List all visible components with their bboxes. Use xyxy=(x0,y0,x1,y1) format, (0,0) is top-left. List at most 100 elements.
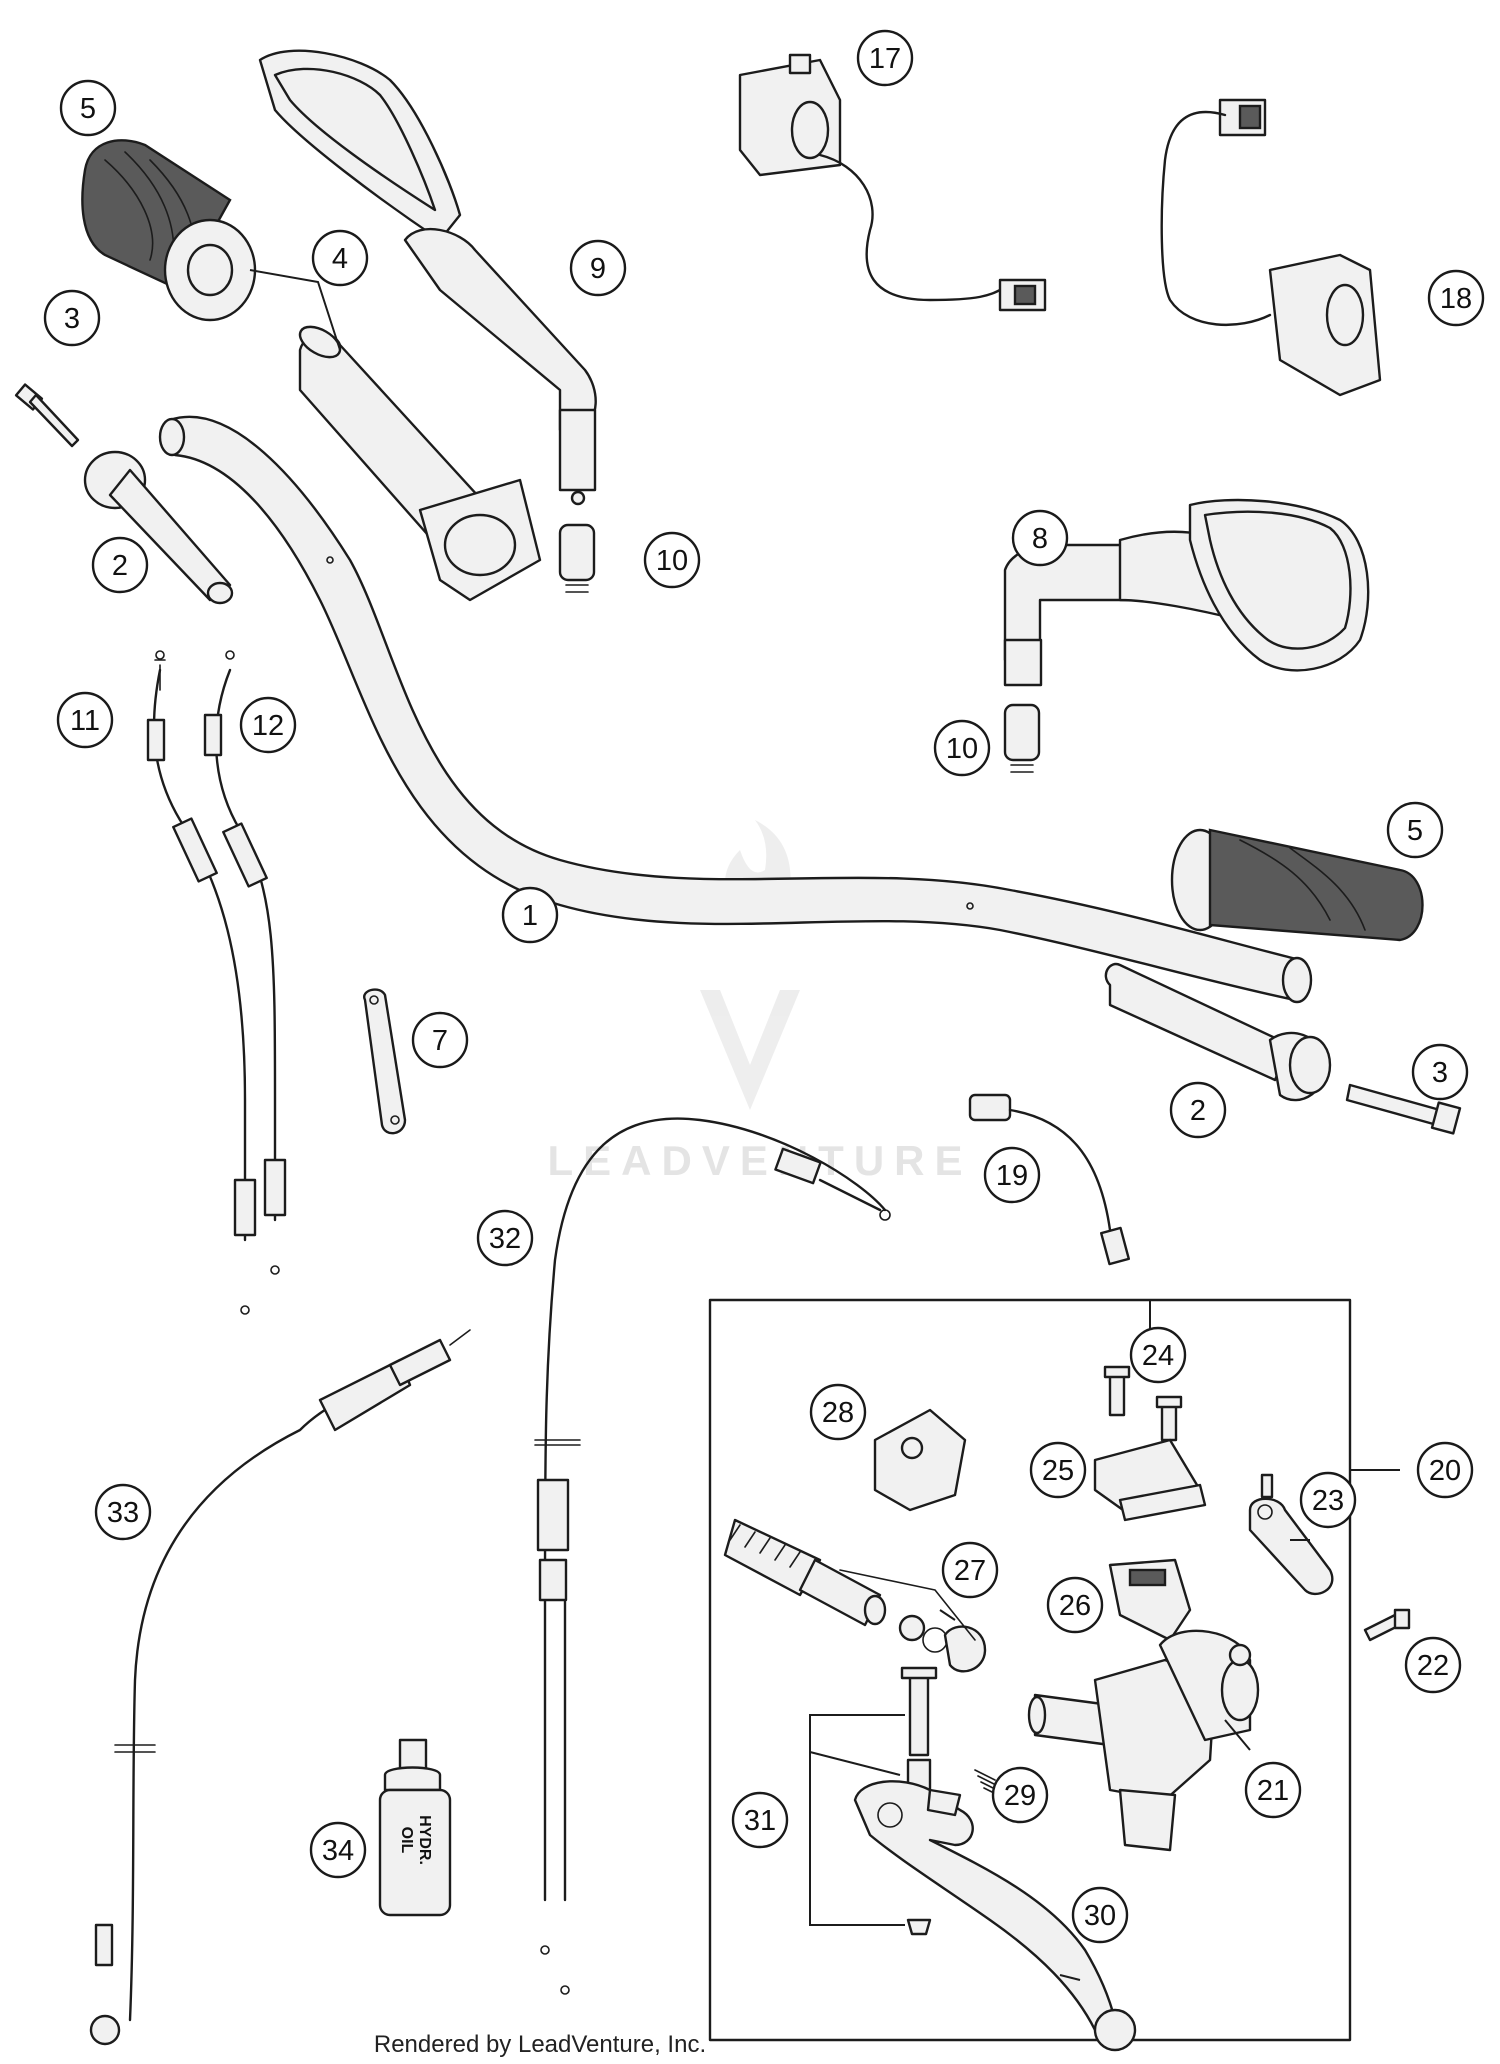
mirror-adapter-bottom xyxy=(1003,703,1041,773)
callout-number: 8 xyxy=(1032,523,1048,555)
spring-29 xyxy=(974,1769,1005,1799)
callout-number: 34 xyxy=(322,1835,354,1867)
watermark-logo xyxy=(700,820,800,1110)
callout-2: 2 xyxy=(91,536,149,594)
cable-32 xyxy=(534,1117,891,1995)
callout-number: 10 xyxy=(656,545,688,577)
master-cylinder-body xyxy=(1027,1629,1260,1852)
callout-number: 24 xyxy=(1142,1340,1174,1372)
bottle-label: HYDR.OIL xyxy=(398,1815,433,1865)
callout-3: 3 xyxy=(1411,1043,1469,1101)
callout-number: 25 xyxy=(1042,1455,1074,1487)
callout-circle xyxy=(501,886,559,944)
callout-circle xyxy=(43,289,101,347)
brake-lever xyxy=(853,1780,1137,2052)
callout-10: 10 xyxy=(643,531,701,589)
callout-circle xyxy=(59,79,117,137)
footer-credit: Rendered by LeadVenture, Inc. xyxy=(374,2031,706,2058)
callout-number: 17 xyxy=(869,43,901,75)
callout-number: 27 xyxy=(954,1555,986,1587)
callout-circle xyxy=(1299,1471,1357,1529)
callout-number: 20 xyxy=(1429,1455,1461,1487)
callout-31: 31 xyxy=(731,1791,789,1849)
pivot-bolt-31 xyxy=(809,1666,938,1936)
callout-circle xyxy=(643,531,701,589)
callout-33: 33 xyxy=(94,1483,152,1541)
callout-number: 7 xyxy=(432,1025,448,1057)
callout-circle xyxy=(1029,1441,1087,1499)
callout-number: 2 xyxy=(112,550,128,582)
callout-number: 26 xyxy=(1059,1590,1091,1622)
mirror-left xyxy=(258,49,597,506)
callout-circle xyxy=(1011,509,1069,567)
callout-circle xyxy=(809,1383,867,1441)
callout-7: 7 xyxy=(411,1011,469,1069)
callout-circle xyxy=(1411,1043,1469,1101)
master-cylinder-group-frame xyxy=(708,1298,1352,2042)
callout-circle xyxy=(94,1483,152,1541)
callout-17: 17 xyxy=(856,29,914,87)
bolt-left xyxy=(14,383,80,448)
mirror-right xyxy=(1003,498,1370,687)
callout-19: 19 xyxy=(983,1146,1041,1204)
callout-circle xyxy=(933,719,991,777)
callout-number: 3 xyxy=(1432,1057,1448,1089)
callout-number: 4 xyxy=(332,243,348,275)
callout-1: 1 xyxy=(501,886,559,944)
callout-circle xyxy=(1071,1886,1129,1944)
callout-circle xyxy=(1427,269,1485,327)
callout-number: 33 xyxy=(107,1497,139,1529)
callout-number: 32 xyxy=(489,1223,521,1255)
callout-number: 28 xyxy=(822,1397,854,1429)
callout-26: 26 xyxy=(1046,1576,1104,1634)
callout-18: 18 xyxy=(1427,269,1485,327)
callout-circle xyxy=(1046,1576,1104,1634)
callout-9: 9 xyxy=(569,239,627,297)
callout-circle xyxy=(476,1209,534,1267)
callout-circle xyxy=(309,1821,367,1879)
callout-circle xyxy=(1244,1761,1302,1819)
callout-circle xyxy=(239,696,297,754)
callout-28: 28 xyxy=(809,1383,867,1441)
callout-circle xyxy=(56,691,114,749)
switch-right xyxy=(1160,98,1382,397)
callout-12: 12 xyxy=(239,696,297,754)
callout-circle xyxy=(1416,1441,1474,1499)
callout-circle xyxy=(411,1011,469,1069)
callout-circle xyxy=(1386,801,1444,859)
callout-circle xyxy=(1404,1636,1462,1694)
callout-25: 25 xyxy=(1029,1441,1087,1499)
callout-23: 23 xyxy=(1299,1471,1357,1529)
callout-number: 11 xyxy=(70,705,100,737)
bar-end-weight-right xyxy=(1104,962,1332,1102)
bolt-right xyxy=(1345,1083,1462,1135)
callout-circle xyxy=(569,239,627,297)
throttle-cable-11 xyxy=(146,650,257,1315)
callout-number: 1 xyxy=(522,900,538,932)
callout-11: 11 xyxy=(56,691,114,749)
throttle-tube xyxy=(298,325,542,602)
callout-10: 10 xyxy=(933,719,991,777)
callout-number: 12 xyxy=(252,710,284,742)
callout-number: 21 xyxy=(1257,1775,1289,1807)
switch-left xyxy=(738,53,1047,312)
callout-number: 5 xyxy=(80,93,96,125)
callout-8: 8 xyxy=(1011,509,1069,567)
callout-number: 5 xyxy=(1407,815,1423,847)
callout-number: 22 xyxy=(1417,1650,1449,1682)
callout-number: 3 xyxy=(64,303,80,335)
grip-left xyxy=(81,139,257,322)
watermark-text: LEADVENTURE xyxy=(547,1137,972,1184)
clamp-28 xyxy=(873,1408,967,1512)
callout-circle xyxy=(311,229,369,287)
callout-circle xyxy=(731,1791,789,1849)
callout-2: 2 xyxy=(1169,1081,1227,1139)
bolt-22 xyxy=(1363,1608,1411,1642)
callout-32: 32 xyxy=(476,1209,534,1267)
callout-29: 29 xyxy=(991,1766,1049,1824)
callout-5: 5 xyxy=(1386,801,1444,859)
callout-number: 29 xyxy=(1004,1780,1036,1812)
brake-hose xyxy=(89,1329,471,2046)
bar-end-weight-left xyxy=(83,450,234,605)
callout-number: 10 xyxy=(946,733,978,765)
